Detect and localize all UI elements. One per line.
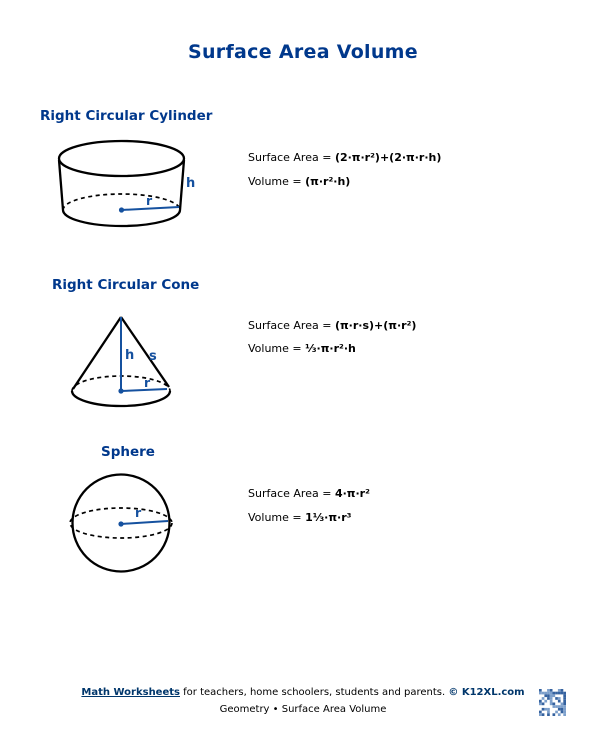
formula-value: (π·r·s)+(π·r²) [334,319,417,332]
formula-label: Volume = [248,342,302,355]
cylinder-radius-line [121,206,180,211]
section-heading-cylinder: Right Circular Cylinder [40,108,213,124]
cylinder-volume-formula: Volume = (π·r²·h) [248,175,350,188]
formula-label: Surface Area = [248,151,332,164]
cone-surface-area-formula: Surface Area = (π·r·s)+(π·r²) [248,319,416,332]
cone-volume-formula: Volume = ⅓·π·r²·h [248,342,356,355]
cone-radius-label: r [144,375,151,390]
cone-slant-label: s [149,349,157,364]
cylinder-surface-area-formula: Surface Area = (2·π·r²)+(2·π·r·h) [248,151,441,164]
cone-radius-line [120,388,168,392]
formula-label: Volume = [248,511,302,524]
page-title: Surface Area Volume [188,41,418,63]
formula-value: 4·π·r² [334,487,370,500]
formula-label: Surface Area = [248,319,332,332]
cylinder-left-side [57,159,65,211]
cone-height-label: h [125,348,135,363]
cylinder-right-side [178,159,186,211]
sphere-center-dot [118,521,124,527]
cylinder-center-dot [118,207,125,213]
formula-label: Volume = [248,175,302,188]
cylinder-diagram [57,139,186,228]
cylinder-height-label: h [186,176,196,191]
math-worksheets-link[interactable]: Math Worksheets [81,687,180,698]
k12xl-link[interactable]: © K12XL.com [448,687,525,698]
formula-value: (π·r²·h) [305,175,351,188]
qr-code-icon [539,689,566,716]
cylinder-bottom-back-arc [62,193,181,211]
footer-credits: Math Worksheets for teachers, home schoo… [0,687,606,698]
section-heading-sphere: Sphere [101,444,155,460]
cylinder-bottom-front-arc [61,209,182,228]
sphere-surface-area-formula: Surface Area = 4·π·r² [248,487,370,500]
cone-center-dot [118,388,124,394]
formula-value: (2·π·r²)+(2·π·r·h) [334,151,442,164]
sphere-radius-label: r [135,505,142,520]
cylinder-radius-label: r [146,193,153,208]
cylinder-top-ellipse [57,139,186,178]
cone-base-front-arc [70,390,172,408]
sphere-diagram [69,473,173,573]
sphere-volume-formula: Volume = 1⅓·π·r³ [248,511,351,524]
section-heading-cone: Right Circular Cone [52,277,200,293]
sphere-equator-ellipse [69,507,173,539]
formula-value: ⅓·π·r²·h [305,342,356,355]
formula-label: Surface Area = [248,487,332,500]
sphere-radius-line [120,520,169,525]
cone-right-slant [120,316,170,388]
footer-breadcrumb: Geometry • Surface Area Volume [219,704,387,715]
cone-left-slant [72,316,122,390]
footer-credits-text: for teachers, home schoolers, students a… [179,687,449,698]
cone-diagram [70,316,172,408]
formula-value: 1⅓·π·r³ [305,511,352,524]
qr-code-pixels [539,689,566,716]
sphere-outline [71,473,171,573]
